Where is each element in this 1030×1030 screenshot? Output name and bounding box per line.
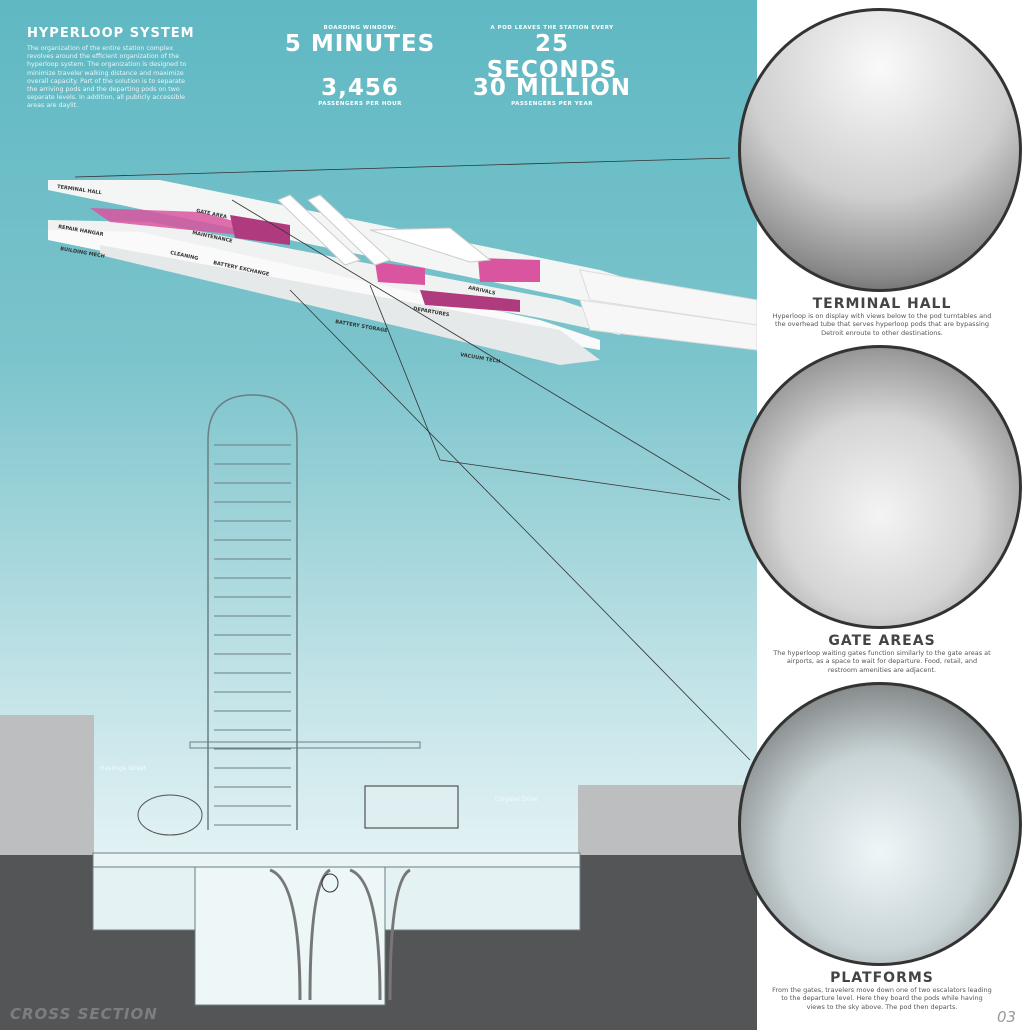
section-text: Hyperloop is on display with views below… <box>772 312 992 337</box>
stat-boarding-window: BOARDING WINDOW: 5 MINUTES <box>275 25 445 57</box>
stat-value: 30 MILLION <box>472 75 632 101</box>
stat-value: 3,456 <box>321 75 399 101</box>
section-title: PLATFORMS <box>830 970 934 986</box>
gate-areas-render <box>738 345 1022 629</box>
section-text: From the gates, travelers move down one … <box>772 986 992 1011</box>
label-cleaning: CLEANING <box>170 250 199 262</box>
building-block-left <box>0 715 94 855</box>
stat-passengers-hour: 3,456 PASSENGERS PER HOUR <box>275 75 445 107</box>
page-number: 03 <box>997 1008 1017 1026</box>
building-block-right <box>578 785 757 855</box>
label-vacuum-tech: VACUUM TECH <box>460 352 501 365</box>
stat-passengers-year: 30 MILLION PASSENGERS PER YEAR <box>467 75 637 107</box>
cross-section-title: CROSS SECTION <box>10 1005 158 1023</box>
stat-value: 25 SECONDS <box>486 31 618 83</box>
stat-label: PASSENGERS PER YEAR <box>511 101 593 107</box>
page-title: HYPERLOOP SYSTEM <box>27 26 195 41</box>
section-title: TERMINAL HALL <box>812 296 952 312</box>
cross-section-drawing <box>92 394 581 1006</box>
section-text: The hyperloop waiting gates function sim… <box>773 649 991 674</box>
label-arrivals: ARRIVALS <box>468 285 497 297</box>
section-gate-areas: GATE AREAS The hyperloop waiting gates f… <box>772 633 992 674</box>
stat-value: 5 MINUTES <box>284 31 436 57</box>
axonometric-diagram <box>48 157 757 761</box>
station-drawing: TERMINAL HALL GATE AREA REPAIR HANGAR MA… <box>48 157 757 1006</box>
stat-pod-frequency: A POD LEAVES THE STATION EVERY 25 SECOND… <box>467 25 637 83</box>
stat-label: BOARDING WINDOW: <box>323 25 397 31</box>
platforms-render <box>738 682 1022 966</box>
stat-label: PASSENGERS PER HOUR <box>318 101 402 107</box>
section-platforms: PLATFORMS From the gates, travelers move… <box>772 970 992 1011</box>
section-terminal-hall: TERMINAL HALL Hyperloop is on display wi… <box>772 296 992 337</box>
stat-label: A POD LEAVES THE STATION EVERY <box>490 25 614 31</box>
terminal-hall-render <box>738 8 1022 292</box>
section-title: GATE AREAS <box>828 633 936 649</box>
intro-text: The organization of the entire station c… <box>27 45 187 110</box>
street-label-left: Hastings Street <box>100 765 147 772</box>
poster-left-panel: TERMINAL HALL GATE AREA REPAIR HANGAR MA… <box>0 0 757 1030</box>
street-label-right: Chrysler Drive <box>495 796 538 803</box>
